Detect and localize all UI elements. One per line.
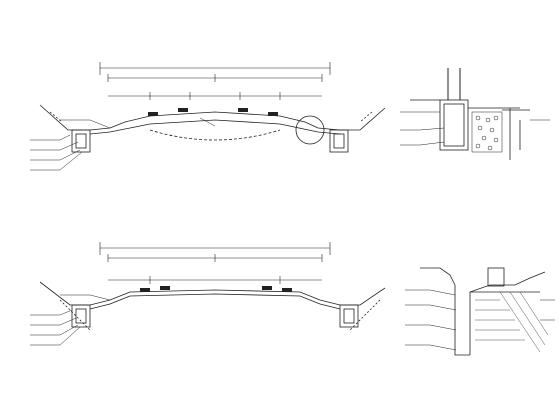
detail-b-hatch — [499, 291, 549, 353]
gravel-fill — [471, 111, 503, 153]
leader-lines-2 — [30, 294, 111, 346]
detail-a-leaders — [400, 111, 550, 146]
detail-callout-circle — [295, 115, 325, 145]
cross-section-2 — [30, 242, 386, 346]
detail-b-fill — [475, 299, 525, 341]
leader-lines — [30, 117, 216, 171]
detail-a — [400, 68, 550, 160]
right-side-ditch — [329, 129, 349, 153]
detail-b — [405, 267, 555, 356]
road-surface-2 — [39, 281, 386, 331]
dimension-lines — [99, 62, 331, 100]
road-surface — [39, 104, 386, 141]
rails — [148, 108, 278, 116]
dimension-lines-2 — [99, 242, 331, 284]
rails-2 — [140, 286, 292, 292]
right-ditch-2 — [339, 304, 359, 328]
detail-b-leaders — [405, 289, 555, 351]
left-side-ditch — [71, 129, 91, 153]
cross-section-1 — [30, 62, 386, 171]
left-ditch-2 — [71, 304, 91, 328]
